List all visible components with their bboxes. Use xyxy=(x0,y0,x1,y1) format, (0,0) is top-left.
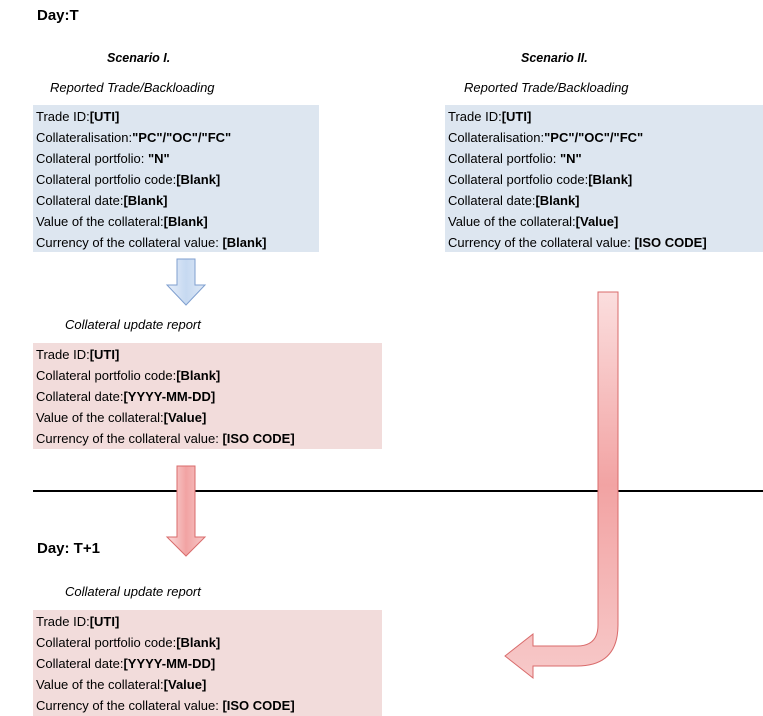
field-line: Currency of the collateral value: [ISO C… xyxy=(448,235,707,250)
field-line: Trade ID:[UTI] xyxy=(36,614,120,629)
update-t1-caption: Collateral update report xyxy=(65,584,201,599)
scenario-2-trade-box: Trade ID:[UTI] Collateralisation:"PC"/"O… xyxy=(445,105,763,252)
update-t1-report-box: Trade ID:[UTI] Collateral portfolio code… xyxy=(33,610,382,716)
day-t1-label: Day: T+1 xyxy=(37,540,100,557)
field-line: Collateralisation:"PC"/"OC"/"FC" xyxy=(36,130,232,145)
curved-arrow-red-icon xyxy=(504,291,619,680)
field-line: Collateralisation:"PC"/"OC"/"FC" xyxy=(448,130,644,145)
update-t-caption: Collateral update report xyxy=(65,317,201,332)
scenario-2-title: Scenario II. xyxy=(521,51,588,65)
field-line: Currency of the collateral value: [ISO C… xyxy=(36,431,295,446)
field-line: Collateral portfolio code:[Blank] xyxy=(36,172,221,187)
field-line: Collateral portfolio: "N" xyxy=(36,151,170,166)
field-line: Collateral date:[Blank] xyxy=(448,193,580,208)
field-line: Trade ID:[UTI] xyxy=(36,109,120,124)
field-line: Value of the collateral:[Value] xyxy=(36,677,207,692)
field-line: Collateral portfolio code:[Blank] xyxy=(36,635,221,650)
down-arrow-red-icon xyxy=(165,465,207,557)
day-divider-line xyxy=(33,490,763,492)
field-line: Collateral date:[YYYY-MM-DD] xyxy=(36,656,216,671)
field-line: Collateral date:[Blank] xyxy=(36,193,168,208)
field-line: Trade ID:[UTI] xyxy=(448,109,532,124)
scenario-2-caption: Reported Trade/Backloading xyxy=(464,80,629,95)
field-line: Collateral date:[YYYY-MM-DD] xyxy=(36,389,216,404)
day-t-label: Day:T xyxy=(37,7,79,24)
field-line: Currency of the collateral value: [Blank… xyxy=(36,235,267,250)
field-line: Collateral portfolio: "N" xyxy=(448,151,582,166)
field-line: Value of the collateral:[Value] xyxy=(36,410,207,425)
update-t-report-box: Trade ID:[UTI] Collateral portfolio code… xyxy=(33,343,382,449)
field-line: Collateral portfolio code:[Blank] xyxy=(36,368,221,383)
down-arrow-blue-icon xyxy=(165,258,207,306)
field-line: Collateral portfolio code:[Blank] xyxy=(448,172,633,187)
field-line: Currency of the collateral value: [ISO C… xyxy=(36,698,295,713)
scenario-1-trade-box: Trade ID:[UTI] Collateralisation:"PC"/"O… xyxy=(33,105,319,252)
field-line: Value of the collateral:[Value] xyxy=(448,214,619,229)
scenario-1-caption: Reported Trade/Backloading xyxy=(50,80,215,95)
field-line: Trade ID:[UTI] xyxy=(36,347,120,362)
field-line: Value of the collateral:[Blank] xyxy=(36,214,208,229)
scenario-1-title: Scenario I. xyxy=(107,51,171,65)
